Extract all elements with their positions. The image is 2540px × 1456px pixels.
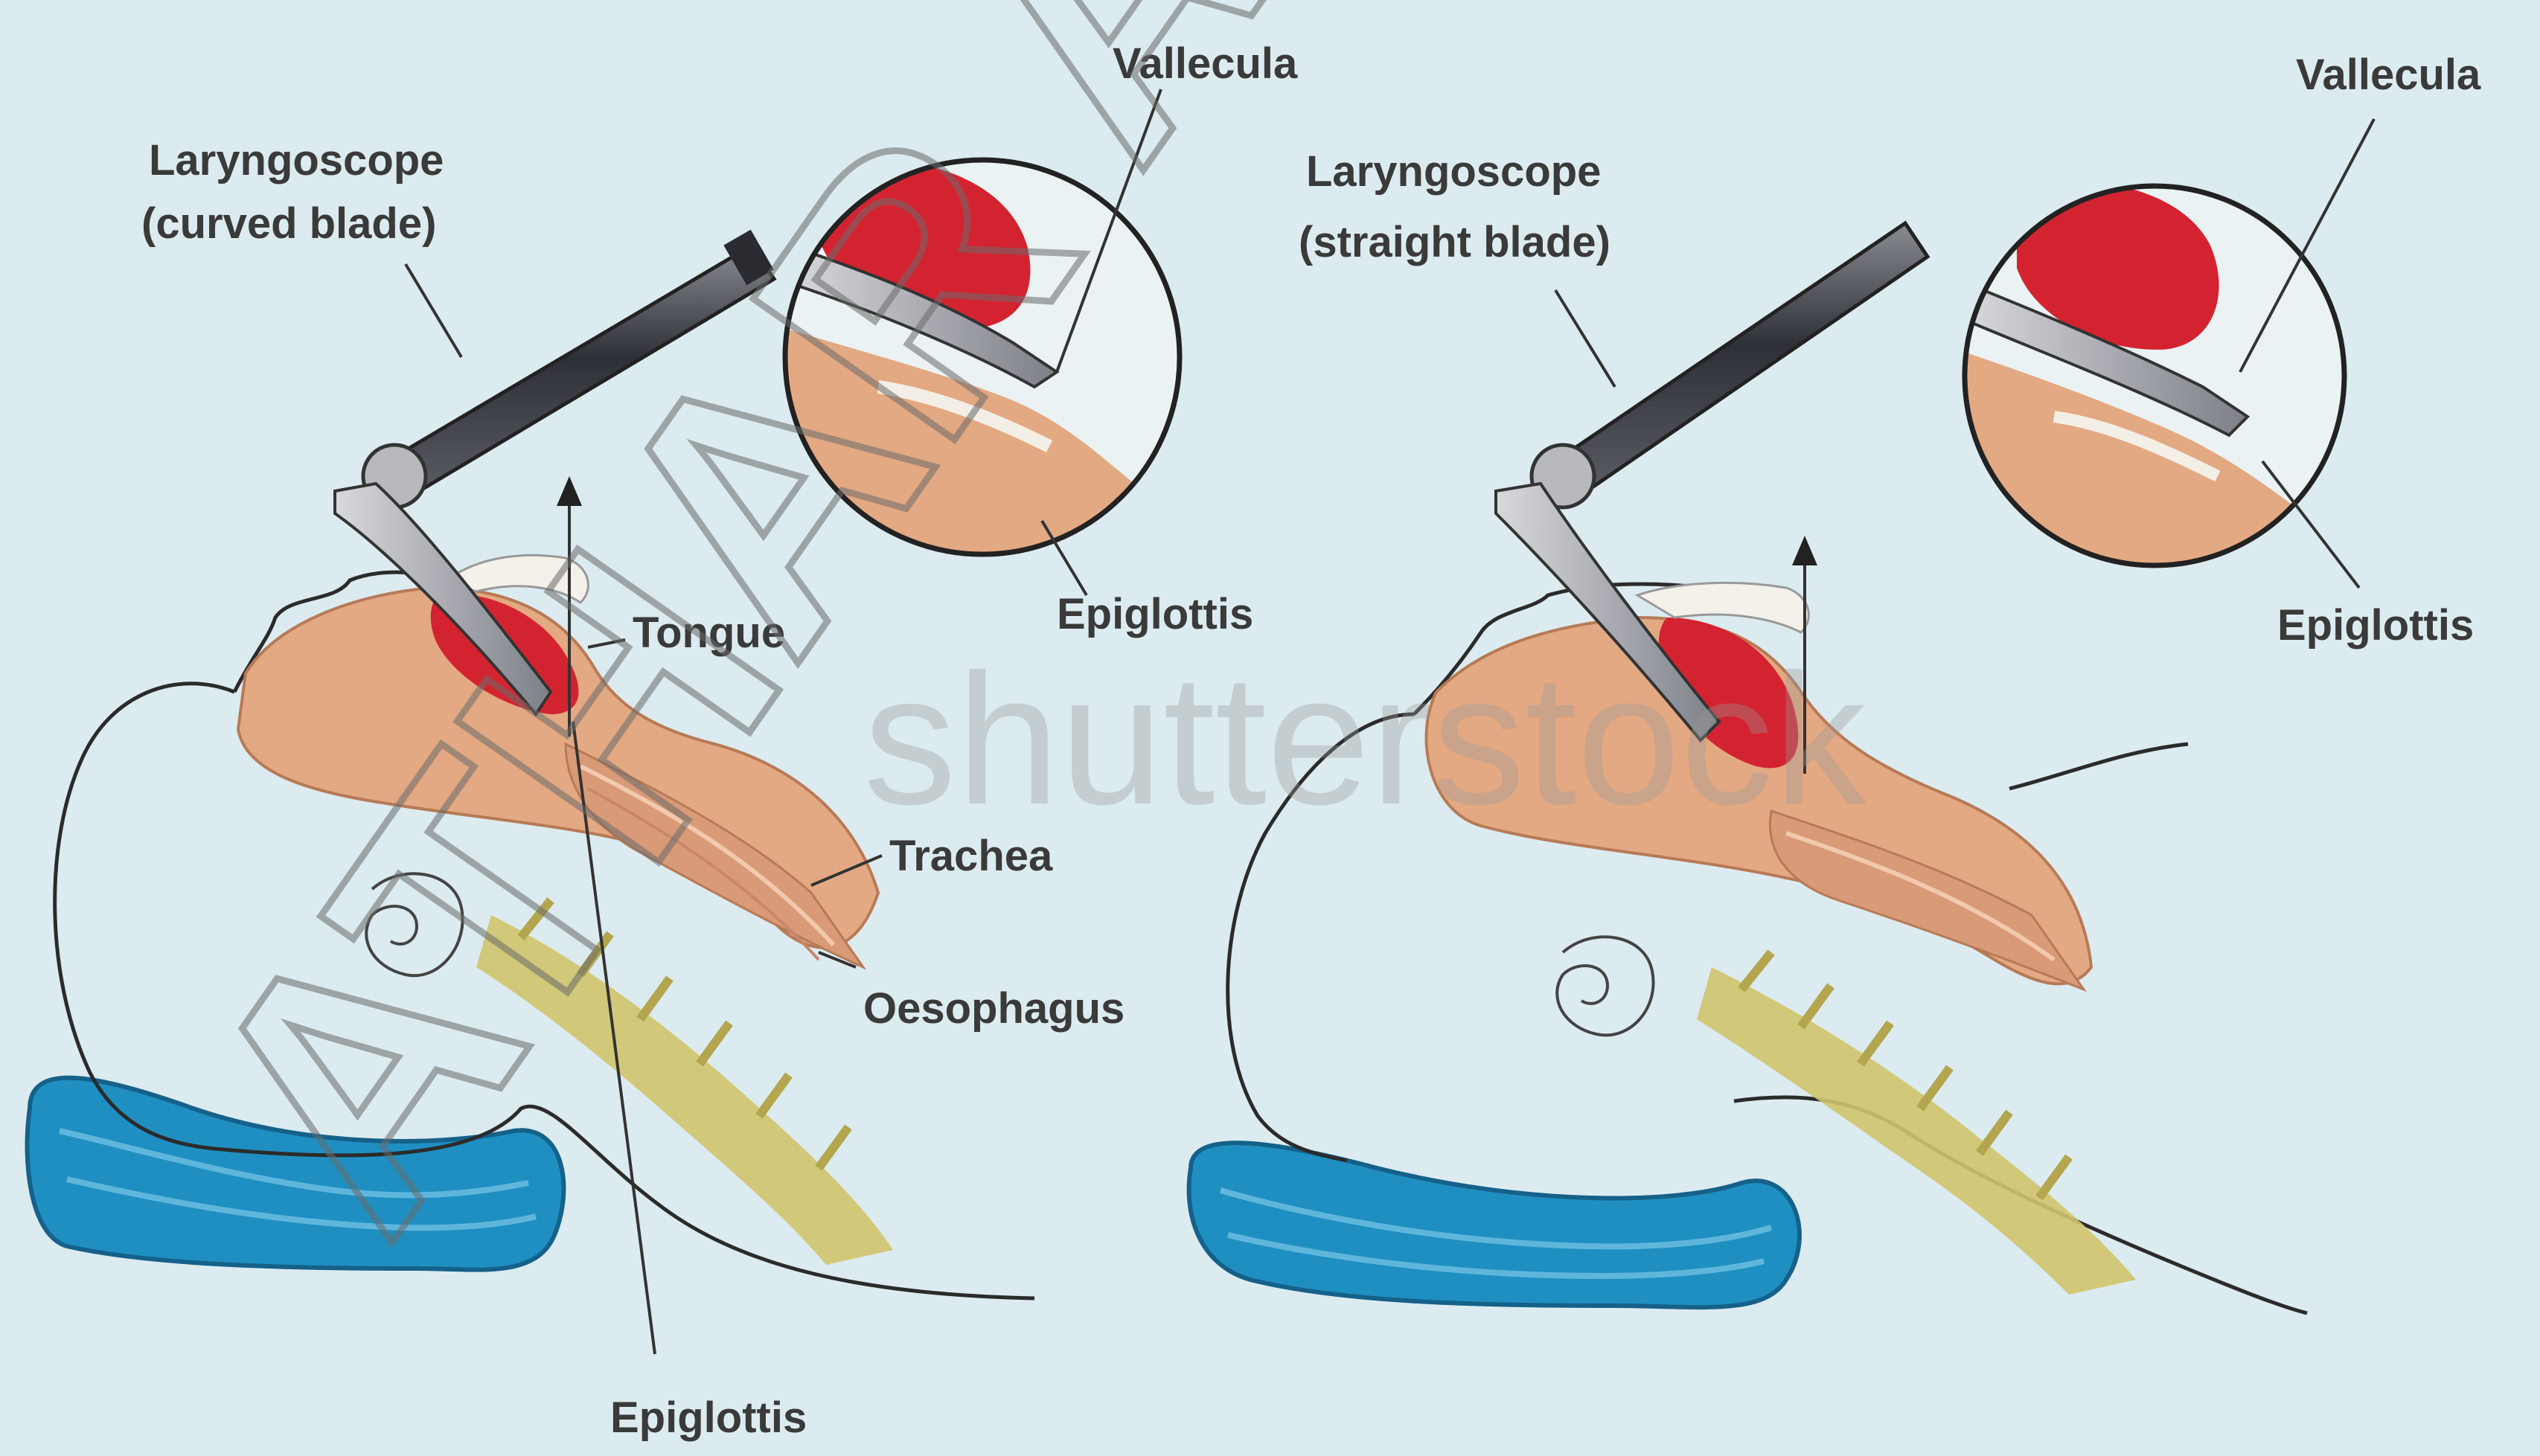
left-epiglottis-inset-label: Epiglottis [1057, 590, 1253, 638]
right-vallecula-label: Vallecula [2296, 51, 2481, 99]
left-epiglottis-bottom-label: Epiglottis [610, 1394, 807, 1442]
oesophagus-label: Oesophagus [863, 984, 1125, 1033]
right-epiglottis-inset-label: Epiglottis [2277, 601, 2474, 650]
stock-watermark: shutterstock [863, 635, 1867, 843]
right-laryngoscope-sublabel: (straight blade) [1299, 218, 1610, 266]
right-laryngoscope-label: Laryngoscope [1306, 147, 1601, 196]
left-laryngoscope-sublabel: (curved blade) [141, 199, 436, 248]
left-laryngoscope-label: Laryngoscope [149, 136, 444, 185]
